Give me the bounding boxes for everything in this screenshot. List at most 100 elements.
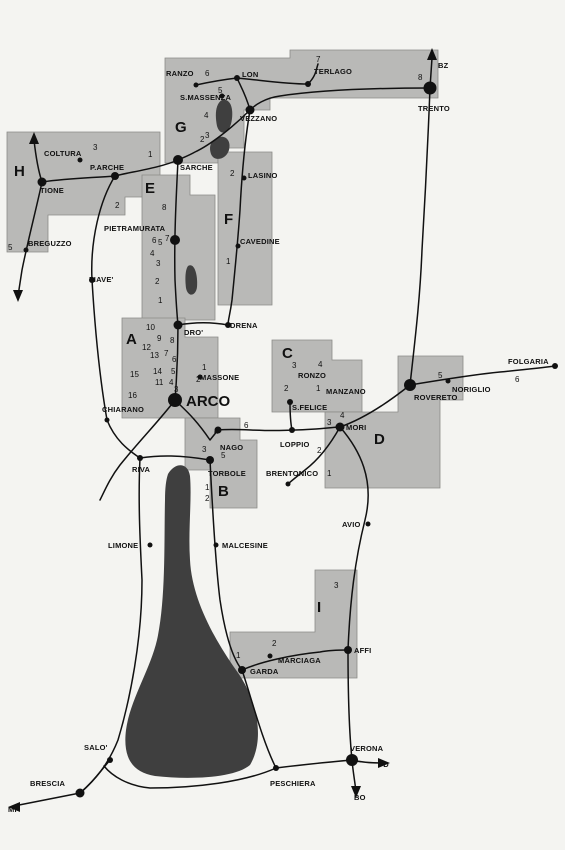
town-torbole-dot <box>206 456 214 464</box>
town-loppio-dot <box>289 427 295 433</box>
town-folgaria-dot <box>552 363 558 369</box>
town-garda-dot <box>238 666 246 674</box>
zone-f-label: F <box>224 211 233 228</box>
sector-e-3: 3 <box>156 259 161 268</box>
lake-garda <box>125 465 258 778</box>
road-rovereto-trento <box>409 57 433 386</box>
sector-b-4: 4 <box>214 427 219 436</box>
label-dro: DRO' <box>184 328 203 337</box>
sector-a-6: 6 <box>172 355 177 364</box>
label-mi: MI <box>8 805 17 814</box>
sector-a-11: 11 <box>155 378 164 387</box>
sector-h-1: 1 <box>148 150 153 159</box>
town-massone-dot <box>197 374 203 380</box>
zone-i-label: I <box>317 599 321 616</box>
label-ranzo: RANZO <box>166 69 194 78</box>
label-sarche: SARCHE <box>180 163 213 172</box>
label-bz: BZ <box>438 61 449 70</box>
zone-d-label: D <box>374 431 385 448</box>
label-noriglio: NORIGLIO <box>452 385 491 394</box>
label-folgaria: FOLGARIA <box>508 357 549 366</box>
label-trento: TRENTO <box>418 104 450 113</box>
zone-b-area <box>184 417 258 509</box>
sector-e-2: 2 <box>155 277 160 286</box>
sector-b-2: 2 <box>205 494 210 503</box>
town-lasino-dot <box>241 175 247 181</box>
sector-misc-6: 6 <box>244 421 249 430</box>
label-manzano: MANZANO <box>326 387 366 396</box>
road-sarche-dro-arco <box>173 159 179 401</box>
sector-h-2: 2 <box>115 201 120 210</box>
sector-e-1: 1 <box>158 296 163 305</box>
sector-d-1: 1 <box>327 469 332 478</box>
label-coltura: COLTURA <box>44 149 82 158</box>
sector-d-3: 3 <box>327 418 332 427</box>
sector-a-16: 16 <box>128 391 137 400</box>
sector-e-5: 5 <box>158 238 163 247</box>
sector-a-7: 7 <box>164 349 169 358</box>
label-fiave: FIAVE' <box>89 275 114 284</box>
label-peschiera: PESCHIERA <box>270 779 316 788</box>
town-cavedine-dot <box>235 243 241 249</box>
sector-a-2: 2 <box>196 375 201 384</box>
label-tione: TIONE <box>40 186 64 195</box>
zone-c-area <box>271 339 363 413</box>
label-drena: DRENA <box>230 321 258 330</box>
sector-a-13: 13 <box>150 351 159 360</box>
sector-misc-6b: 6 <box>515 375 520 384</box>
road-peschiera-salo <box>103 765 277 789</box>
arrow-north-bz-icon <box>427 48 437 60</box>
zone-h-area <box>6 131 161 253</box>
road-riva-west-shore <box>79 457 143 794</box>
road-mori-verona <box>339 426 369 761</box>
town-tione-dot <box>37 177 47 187</box>
town-salo-dot <box>107 757 113 763</box>
sector-h-3: 3 <box>93 143 98 152</box>
town-verona-dot <box>346 754 358 766</box>
label-smassenza: S.MASSENZA <box>180 93 232 102</box>
town-avio-dot <box>365 521 371 527</box>
sector-b-3: 3 <box>202 445 207 454</box>
sector-i-3: 3 <box>334 581 339 590</box>
town-parche-dot <box>111 172 119 180</box>
label-pietramurata: PIETRAMURATA <box>104 224 166 233</box>
zone-e-label: E <box>145 180 155 197</box>
label-vezzano: VEZZANO <box>240 114 277 123</box>
sector-misc-8: 8 <box>418 73 423 82</box>
town-malcesine-dot <box>213 542 219 548</box>
zone-a-area <box>121 317 219 419</box>
town-affi-dot <box>344 646 352 654</box>
zone-areas <box>6 49 464 679</box>
road-garda-affi <box>241 649 349 671</box>
road-tione-breguzzo <box>17 181 43 297</box>
sector-h-5: 5 <box>8 243 13 252</box>
town-brentonico-dot <box>285 481 291 487</box>
sector-a-14: 14 <box>153 367 162 376</box>
sector-d-4: 4 <box>340 411 345 420</box>
arrow-south-breguzzo-icon <box>13 290 23 302</box>
sector-numbers: 10 9 8 7 6 5 4 3 2 1 12 13 15 14 11 16 4… <box>8 55 520 660</box>
zone-f-area <box>217 151 273 306</box>
arrow-south-bo-icon <box>351 786 361 798</box>
sector-g-6: 6 <box>205 69 210 78</box>
road-trento-vezzano <box>249 87 431 111</box>
sector-a-10: 10 <box>146 323 155 332</box>
sector-a-12: 12 <box>142 343 151 352</box>
label-avio: AVIO <box>342 520 361 529</box>
town-ranzo-dot <box>193 82 199 88</box>
town-terlago-dot <box>305 81 311 87</box>
label-mori: MORI <box>346 423 366 432</box>
town-brescia-dot <box>75 788 85 798</box>
road-rovereto-folgaria <box>409 365 556 386</box>
town-limone-dot <box>147 542 153 548</box>
sector-g-2: 2 <box>200 135 205 144</box>
sector-f-1: 1 <box>226 257 231 266</box>
sector-b-5: 5 <box>221 451 226 460</box>
label-verona: VERONA <box>350 744 384 753</box>
town-sfelice-dot <box>287 399 293 405</box>
road-mori-brentonico <box>287 426 341 485</box>
sector-misc-7: 7 <box>316 55 321 64</box>
town-markers <box>23 75 558 798</box>
sector-a-3: 3 <box>174 385 179 394</box>
